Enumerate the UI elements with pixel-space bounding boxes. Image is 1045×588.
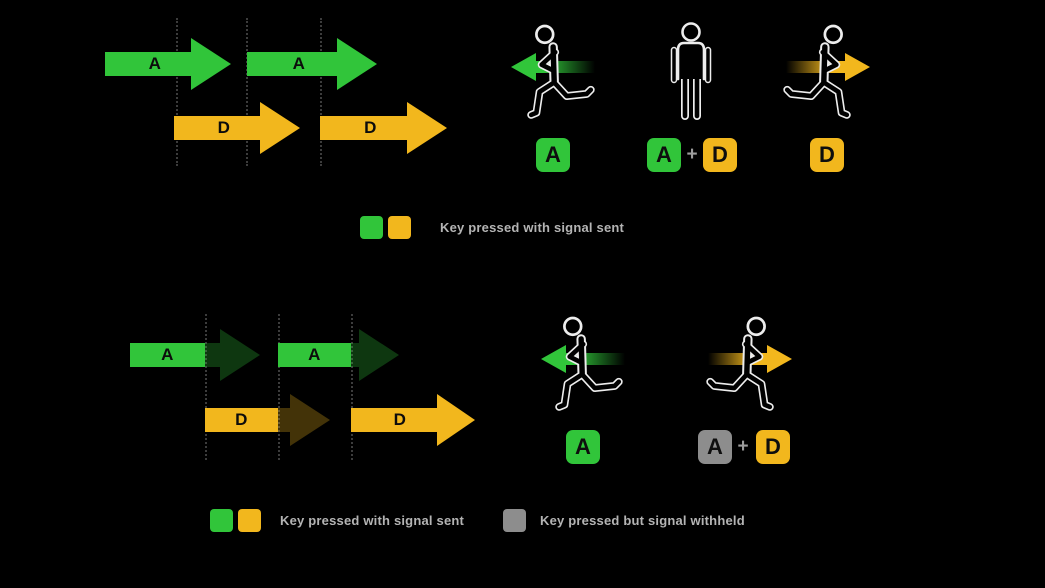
arrow-shaft — [351, 408, 437, 432]
key-label: D — [712, 142, 728, 167]
arrow-label: D — [235, 410, 248, 429]
legend-label-sent: Key pressed with signal sent — [280, 513, 465, 528]
running-person-left-icon — [555, 316, 623, 411]
timeline-arrow-d1: D — [205, 394, 330, 446]
arrow-label: D — [364, 118, 377, 137]
timeline-divider — [351, 314, 353, 460]
arrow-shaft — [105, 52, 191, 76]
arrow-head-withheld — [290, 394, 330, 446]
legend-label-sent: Key pressed with signal sent — [440, 220, 625, 235]
key-badge-d: D — [810, 138, 844, 172]
timeline-divider — [205, 314, 207, 460]
legend-swatch-green — [210, 509, 233, 532]
key-badge-a: A — [647, 138, 681, 172]
key-badge-a: A — [536, 138, 570, 172]
arrow-head-withheld — [220, 329, 260, 381]
standing-person-icon — [670, 22, 712, 120]
key-label: A — [545, 142, 561, 167]
arrow-label: A — [161, 345, 174, 364]
timeline-arrow-a1: A — [105, 38, 231, 90]
key-label: D — [765, 434, 781, 459]
plus-sign: + — [686, 144, 698, 165]
key-badge-a-withheld: A — [698, 430, 732, 464]
key-badge-a: A — [566, 430, 600, 464]
arrow-shaft — [278, 343, 351, 367]
legend-swatch-green — [360, 216, 383, 239]
key-label: A — [575, 434, 591, 459]
running-person-right-icon — [706, 316, 774, 411]
timeline-arrow-a1: A — [130, 329, 260, 381]
plus-sign: + — [737, 436, 749, 457]
running-person-right-icon — [783, 24, 851, 119]
timeline-arrow-d2: D — [351, 394, 475, 446]
arrow-label: A — [148, 54, 162, 73]
arrow-shaft-withheld — [278, 408, 290, 432]
arrow-shaft — [320, 116, 407, 140]
timeline-divider — [278, 314, 280, 460]
running-person-left-icon — [527, 24, 595, 119]
legend-swatch-yellow — [238, 509, 261, 532]
timeline-arrow-a2: A — [247, 38, 377, 90]
arrow-label: D — [217, 118, 231, 137]
legend-swatch-gray — [503, 509, 526, 532]
arrow-label: A — [308, 345, 321, 364]
timeline-divider — [176, 18, 178, 166]
arrow-shaft — [130, 343, 205, 367]
key-label: D — [819, 142, 835, 167]
arrow-shaft — [247, 52, 337, 76]
arrow-shaft-withheld — [205, 343, 220, 367]
key-badge-d: D — [703, 138, 737, 172]
arrow-label: D — [393, 410, 407, 429]
arrow-shaft — [205, 408, 278, 432]
arrow-label: A — [292, 54, 306, 73]
legend-swatch-yellow — [388, 216, 411, 239]
timeline-arrow-d2: D — [320, 102, 447, 154]
key-label: A — [656, 142, 672, 167]
key-badge-d: D — [756, 430, 790, 464]
arrow-shaft-withheld — [351, 343, 359, 367]
key-label: A — [707, 434, 723, 459]
legend-label-withheld: Key pressed but signal withheld — [540, 513, 745, 528]
timeline-arrow-a2: A — [278, 329, 400, 381]
arrow-shaft — [174, 116, 260, 140]
timeline-arrow-d1: D — [174, 102, 300, 154]
timeline-divider — [246, 18, 248, 166]
arrow-head-withheld — [359, 329, 399, 381]
timeline-divider — [320, 18, 322, 166]
